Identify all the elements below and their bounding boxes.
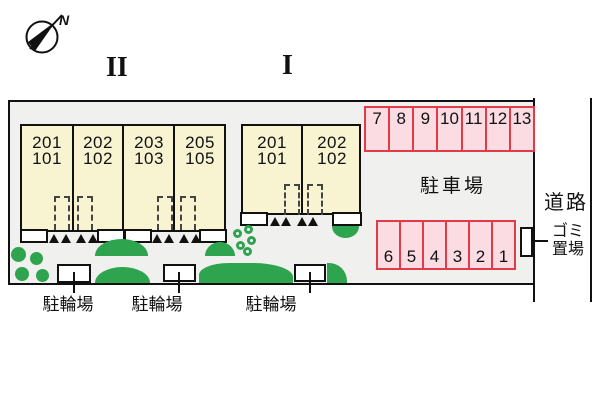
hedge-shape bbox=[95, 267, 150, 283]
parking-space-7: 7 bbox=[366, 108, 391, 150]
bicycle-leader-line bbox=[73, 272, 75, 293]
unit-201-101: 201 101 bbox=[257, 133, 287, 168]
garbage-box bbox=[520, 227, 533, 257]
parking-space-8: 8 bbox=[390, 108, 415, 150]
stair-symbol bbox=[157, 196, 173, 230]
unit-divider bbox=[72, 126, 74, 230]
unit-201-101: 201 101 bbox=[32, 133, 62, 168]
compass-north-icon: N bbox=[25, 12, 70, 54]
parking-lot-label: 駐車場 bbox=[419, 176, 486, 197]
bush-icon bbox=[36, 269, 49, 282]
unit-divider bbox=[122, 126, 124, 230]
parking-space-11: 11 bbox=[463, 108, 487, 150]
bush-icon bbox=[15, 267, 29, 281]
entrance-arrow-icon bbox=[281, 217, 291, 226]
stair-symbol bbox=[284, 184, 300, 215]
hedge-shape bbox=[327, 263, 347, 283]
unit-205-105: 205 105 bbox=[185, 133, 215, 168]
stair-symbol bbox=[54, 196, 70, 230]
garbage-leader-line bbox=[533, 240, 548, 242]
hedge-shape bbox=[199, 263, 293, 283]
bush-icon bbox=[11, 247, 26, 262]
parking-space-13: 13 bbox=[512, 109, 532, 128]
building-ii-title: II bbox=[106, 52, 128, 83]
entrance-arrow-icon bbox=[49, 234, 59, 243]
parking-space-3: 3 bbox=[447, 222, 470, 268]
road-label: 道路 bbox=[544, 192, 588, 214]
bicycle-parking-label: 駐輪場 bbox=[245, 295, 297, 314]
entrance-porch bbox=[199, 229, 227, 243]
parking-space-5: 5 bbox=[401, 222, 424, 268]
entrance-arrow-icon bbox=[308, 217, 318, 226]
entrance-arrow-icon bbox=[152, 234, 162, 243]
compass-north-label: N bbox=[59, 12, 70, 28]
bush-ring-icon bbox=[247, 236, 256, 245]
unit-203-103: 203 103 bbox=[134, 133, 164, 168]
entrance-arrow-icon bbox=[164, 234, 174, 243]
entrance-arrow-icon bbox=[270, 217, 280, 226]
bicycle-leader-line bbox=[178, 272, 180, 293]
entrance-arrow-icon bbox=[179, 234, 189, 243]
building-i: 201 101 202 102 bbox=[241, 124, 361, 215]
road-left-edge bbox=[533, 98, 535, 302]
hedge-shape bbox=[332, 226, 359, 238]
stair-symbol bbox=[77, 196, 93, 230]
parking-space-12: 12 bbox=[487, 108, 511, 150]
unit-202-102: 202 102 bbox=[83, 133, 113, 168]
garbage-label-line2: 置場 bbox=[551, 241, 584, 258]
bush-icon bbox=[30, 252, 43, 265]
parking-space-4: 4 bbox=[424, 222, 447, 268]
unit-202-102: 202 102 bbox=[317, 133, 347, 168]
hedge-shape bbox=[95, 239, 148, 256]
bush-ring-icon bbox=[233, 229, 242, 238]
entrance-arrow-icon bbox=[76, 234, 86, 243]
hedge-shape bbox=[205, 242, 235, 256]
bicycle-leader-line bbox=[309, 272, 311, 293]
bush-ring-icon bbox=[236, 241, 245, 250]
entrance-arrow-icon bbox=[191, 234, 201, 243]
bicycle-parking-label: 駐輪場 bbox=[131, 295, 183, 314]
garbage-label-line1: ゴミ bbox=[551, 223, 584, 240]
unit-divider bbox=[173, 126, 175, 230]
stair-symbol bbox=[180, 196, 196, 230]
parking-space-6: 6 bbox=[378, 222, 401, 268]
entrance-arrow-icon bbox=[61, 234, 71, 243]
bicycle-parking-label: 駐輪場 bbox=[42, 295, 94, 314]
parking-row-top: 7 8 9 10 11 12 13 bbox=[364, 106, 535, 152]
entrance-arrow-icon bbox=[88, 234, 98, 243]
entrance-porch bbox=[20, 229, 48, 243]
entrance-porch bbox=[240, 212, 268, 226]
garbage-label: ゴミ 置場 bbox=[547, 223, 589, 259]
building-i-title: I bbox=[282, 50, 293, 81]
parking-row-bottom: 6 5 4 3 2 1 bbox=[376, 220, 516, 270]
parking-space-1: 1 bbox=[498, 247, 509, 266]
bush-ring-icon bbox=[244, 225, 253, 234]
parking-space-10: 10 bbox=[438, 108, 463, 150]
road-right-edge bbox=[590, 98, 592, 302]
entrance-arrow-icon bbox=[297, 217, 307, 226]
parking-space-9: 9 bbox=[414, 108, 439, 150]
unit-divider bbox=[301, 126, 303, 213]
bush-ring-icon bbox=[243, 247, 252, 256]
building-ii: 201 101 202 102 203 103 205 105 bbox=[20, 124, 226, 232]
entrance-porch bbox=[332, 212, 362, 226]
parking-space-2: 2 bbox=[470, 222, 493, 268]
stair-symbol bbox=[307, 184, 323, 215]
